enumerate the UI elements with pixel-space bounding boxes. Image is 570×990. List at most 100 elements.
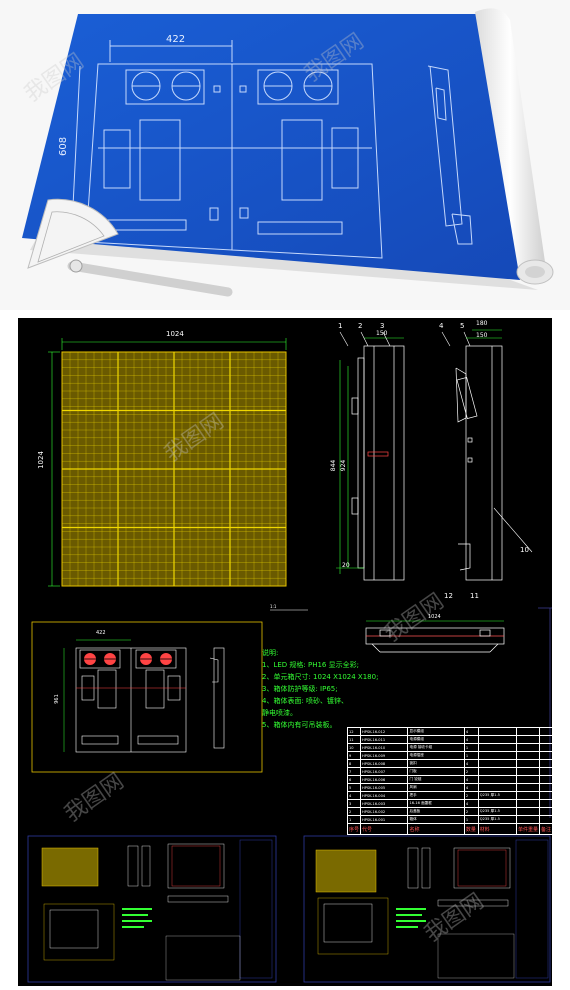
bom-header-cell: 序号 [346,823,362,835]
callout-3: 3 [380,322,385,330]
bom-cell [477,751,517,760]
bom-cell: HPSK-16-008 [360,759,409,768]
bom-cell: 8 [346,759,362,768]
thumbnail-right [303,835,551,983]
bom-cell [515,735,540,744]
callout-2: 2 [358,322,363,330]
bom-cell: 把手 [407,791,465,800]
blueprint-paper [22,14,520,280]
bom-cell: 2 [463,791,479,800]
bom-cell: Q235 厚1.5 [477,791,517,800]
bom-cell: 1 [463,751,479,760]
cad-drawing: 1:1 [27,329,552,983]
callout-10: 10 [520,546,529,554]
side-view-right [455,345,503,581]
bom-header-row: 序号代号名称数量材料单件重量备注 [346,823,552,835]
bom-cell [538,743,552,752]
bom-cell [538,799,552,808]
bom-cell [477,799,517,808]
blueprint-width-label: 422 [166,34,185,45]
callout-12: 12 [444,592,453,600]
cabinet-height-dim: 961 [53,694,60,704]
blueprint-scene: 422 608 [0,0,570,310]
bom-cell: 门 铰链 [407,775,465,784]
bom-cell: 4 [463,735,479,744]
bom-cell [515,759,540,768]
bottom-width-dim: 1024 [428,614,441,620]
cad-drawing-panel: 1:1 [18,318,552,986]
bom-cell: HPSK-16-003 [360,799,409,808]
ruler-arm [67,261,233,297]
front-height-dim: 1024 [36,451,45,469]
callout-1: 1 [338,322,343,330]
bom-cell: HPSK-16-009 [360,751,409,760]
bom-cell: 7 [346,767,362,776]
blueprint-height-label: 608 [58,137,69,156]
bom-cell [477,767,517,776]
bom-cell: 4 [463,727,479,736]
bom-cell: 4 [463,783,479,792]
bom-cell: 锁扣 [407,759,465,768]
bom-cell: HPSK-16-005 [360,783,409,792]
bom-cell [538,807,552,816]
bom-cell [515,743,540,752]
bom-cell [538,815,552,824]
bom-cell: HPSK-16-004 [360,791,409,800]
bom-cell: Q235 厚1.5 [477,807,517,816]
bom-cell: 1 [346,815,362,824]
bom-cell: 9 [346,751,362,760]
bom-cell [515,751,540,760]
notes-title: 说明: [262,649,279,657]
bom-cell [515,791,540,800]
bom-cell: 显示模组 [407,727,465,736]
bom-cell [538,767,552,776]
bom-cell [538,775,552,784]
side-dim-2: 180 [476,320,488,327]
bom-cell: 3 [346,799,362,808]
bom-cell [538,751,552,760]
side-dim-3: 150 [476,332,488,339]
bom-cell: 1 [463,815,479,824]
cabinet-width-dim: 422 [96,630,106,636]
bom-cell [515,799,540,808]
bom-cell: HPSK-16-010 [360,743,409,752]
bom-cell [477,735,517,744]
front-width-dim: 1024 [166,330,184,338]
bom-cell: 门板 [407,767,465,776]
bom-cell [515,727,540,736]
bom-cell [538,735,552,744]
bom-cell [477,759,517,768]
bom-cell: 风扇 [407,783,465,792]
note-line-6: 5、箱体内有可吊装板。 [262,721,337,729]
bom-cell: 6 [346,775,362,784]
bom-cell: HPSK-16-001 [360,815,409,824]
bom-cell: 11 [346,735,362,744]
bom-cell: 箱体 [407,815,465,824]
bom-cell: HPSK-16-012 [360,727,409,736]
bom-cell [477,727,517,736]
bom-cell: 10 [346,743,362,752]
bom-cell [538,791,552,800]
bom-cell: 后盖板 [407,807,465,816]
bom-header-cell: 代号 [360,823,409,835]
note-line-5: 静电喷漆。 [262,709,297,717]
bom-cell: 2 [463,767,479,776]
bom-cell: 电源插座 [407,751,465,760]
bom-cell: 4 [463,759,479,768]
bom-cell: HPSK-16-007 [360,767,409,776]
bom-cell: HPSK-16-002 [360,807,409,816]
side-height-2: 924 [340,459,348,472]
bom-header-cell: 单件重量 [515,823,540,835]
bom-cell [477,743,517,752]
side-small-dim: 20 [342,562,350,569]
bom-header-cell: 数量 [463,823,479,835]
bom-cell [515,815,540,824]
side-height-1: 844 [330,459,338,472]
bom-cell: Q235 厚1.5 [477,815,517,824]
bom-cell [515,807,540,816]
